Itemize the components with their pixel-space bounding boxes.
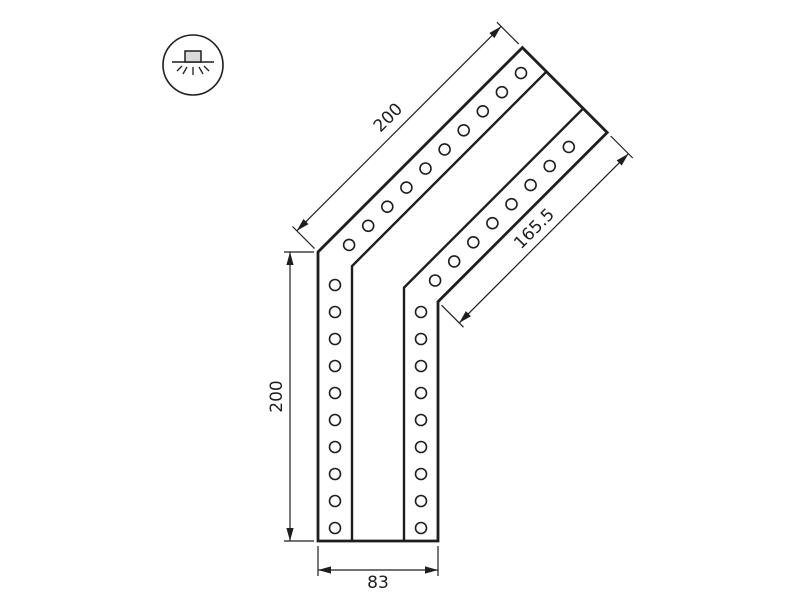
- dimension-annotations: [284, 21, 634, 576]
- recessed-light-icon: [162, 34, 224, 96]
- dimension-label-bottom-width: 83: [367, 573, 389, 593]
- corner-profile-shape: [316, 45, 610, 543]
- dimension-label-top-diagonal: 200: [370, 99, 407, 136]
- dimension-label-left-vertical: 200: [267, 380, 287, 412]
